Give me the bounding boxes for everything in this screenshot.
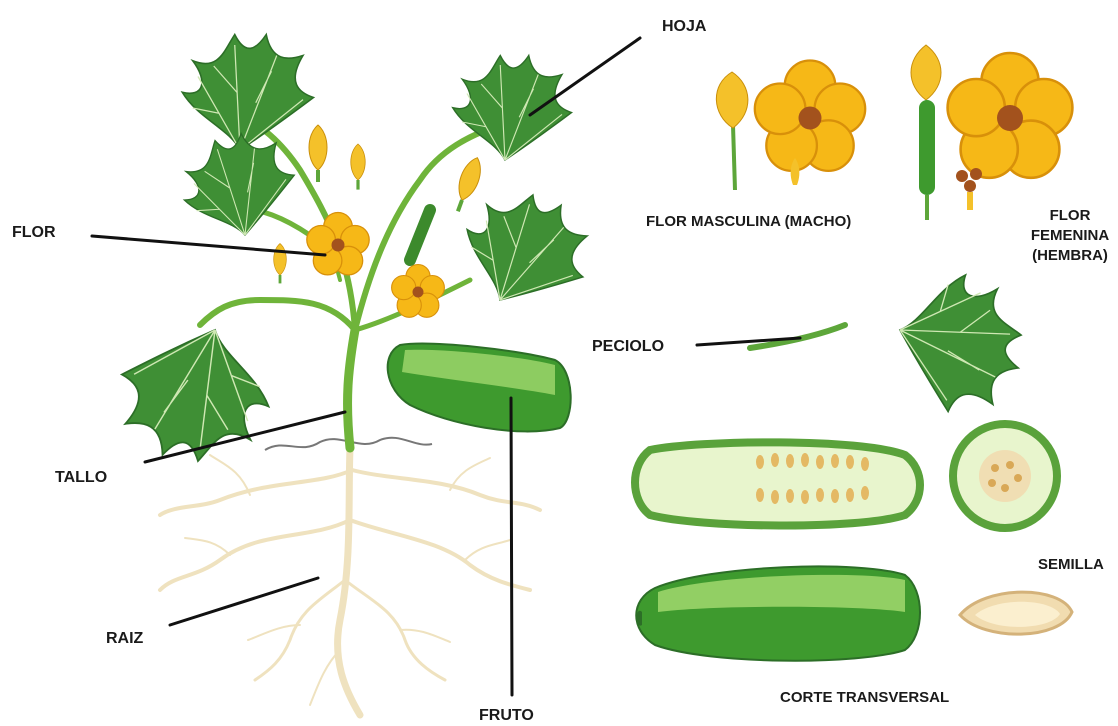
seed-illustration [960,592,1072,634]
label-fruto: FRUTO [479,707,534,724]
label-flor: FLOR [12,224,56,241]
longitudinal-section [635,442,920,525]
whole-fruit [636,566,920,660]
label-semilla: SEMILLA [1038,556,1104,573]
roots [160,448,540,715]
flower-icon [307,213,369,275]
label-hoja: HOJA [662,18,707,35]
label-raiz: RAIZ [106,630,144,647]
leaf-mid-right [448,178,603,324]
female-flower-illustration [911,45,1072,220]
label-peciolo: PECIOLO [592,338,664,355]
label-flor-masculina: FLOR MASCULINA (MACHO) [646,213,851,230]
label-tallo: TALLO [55,469,107,486]
transverse-section [953,424,1057,528]
label-flor-femenina-2: FEMENINA [1031,227,1110,244]
fruit-on-plant [388,344,571,432]
leaf-mid-left [172,123,306,248]
label-flor-femenina-1: FLOR [1050,207,1091,224]
label-corte-transversal: CORTE TRANSVERSAL [780,689,949,706]
male-flower-illustration [716,61,865,191]
leaf-top-left [182,35,313,151]
label-flor-femenina-3: (HEMBRA) [1032,247,1108,264]
petiole-leaf-illustration [750,270,1026,418]
leaf-top-right [453,55,572,160]
